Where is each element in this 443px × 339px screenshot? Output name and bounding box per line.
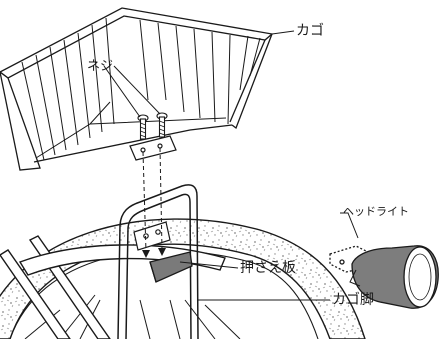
headlight-label: ヘッドライト (343, 205, 409, 218)
press-plate-label: 押さえ板 (240, 260, 296, 276)
basket-wires (21, 17, 261, 161)
basket-leg-label: カゴ脚 (332, 292, 374, 308)
assembly-guide-lines (142, 147, 163, 253)
basket (0, 7, 274, 171)
screws (137, 112, 168, 140)
fender (18, 244, 226, 276)
headlight (329, 245, 439, 309)
screw-label: ネジ (87, 59, 114, 74)
basket-leg-frame (117, 184, 199, 339)
leader-lines (103, 30, 359, 301)
guide-arrowheads (142, 248, 166, 258)
basket-floor-plate (129, 135, 177, 161)
press-plate (149, 251, 193, 283)
mounting-plate (133, 221, 171, 251)
basket-label: カゴ (296, 23, 324, 39)
